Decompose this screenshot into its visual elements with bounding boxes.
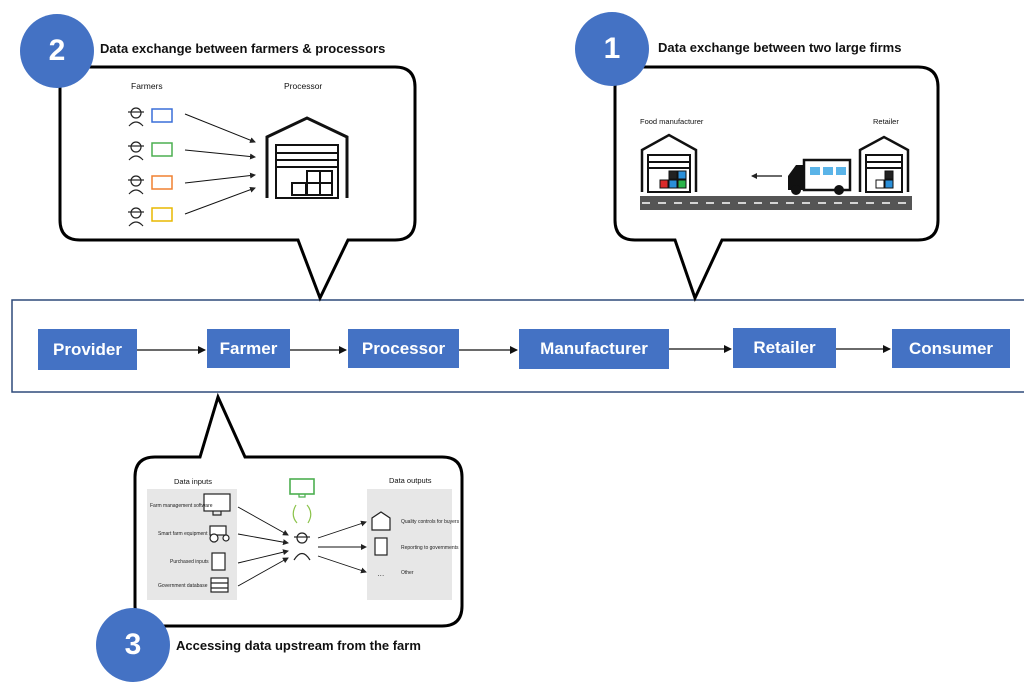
- output-icons: [371, 511, 391, 556]
- stage-farmer: Farmer: [207, 329, 290, 368]
- output-quality-controls: Quality controls for buyers: [401, 519, 460, 525]
- callout-2-title: Data exchange between farmers & processo…: [100, 41, 386, 56]
- stage-processor: Processor: [348, 329, 459, 368]
- supply-chain-frame: [11, 299, 1024, 393]
- checklist-icon: [374, 537, 388, 556]
- monitor-icon: [151, 175, 173, 190]
- farmer-icons: [128, 107, 144, 227]
- farmers-label: Farmers: [131, 81, 163, 91]
- monitor-icon: [151, 207, 173, 222]
- farmer-monitors: [151, 108, 173, 222]
- warehouse-icon: [371, 511, 391, 531]
- truck-icon: [788, 158, 852, 195]
- retailer-warehouse-icon: [858, 135, 910, 193]
- chain-arrows: [137, 345, 891, 354]
- data-inputs-heading: Data inputs: [174, 477, 212, 486]
- processor-label: Processor: [284, 81, 323, 91]
- sync-arrows-icon: [292, 504, 312, 524]
- retailer-label: Retailer: [873, 117, 899, 126]
- stage-provider: Provider: [38, 329, 137, 370]
- computer-icon: [203, 493, 231, 512]
- stage-retailer: Retailer: [733, 328, 836, 368]
- callout-3-title: Accessing data upstream from the farm: [176, 638, 421, 653]
- farmer-to-processor-arrows: [184, 113, 256, 215]
- monitor-icon: [151, 142, 173, 157]
- processor-warehouse-icon: [265, 116, 349, 199]
- seed-bag-icon: [211, 552, 226, 571]
- food-manufacturer-label: Food manufacturer: [640, 117, 704, 126]
- monitor-icon: [289, 478, 315, 498]
- farmer-icon: [293, 532, 311, 561]
- callout-2-badge: 2: [20, 14, 94, 88]
- callout-3-badge: 3: [96, 608, 170, 682]
- farmer-icon: [128, 107, 144, 127]
- farmer-to-outputs-arrows: [317, 520, 367, 574]
- stage-consumer: Consumer: [892, 329, 1010, 368]
- input-icons: [203, 493, 231, 593]
- input-purchased-inputs: Purchased inputs: [170, 559, 209, 565]
- callout-1-title: Data exchange between two large firms: [658, 40, 902, 55]
- food-manufacturer-warehouse-icon: [640, 133, 698, 193]
- data-outputs-heading: Data outputs: [389, 476, 432, 485]
- farmer-icon: [128, 175, 144, 195]
- monitor-icon: [151, 108, 173, 123]
- callout-2-bubble: [58, 65, 417, 302]
- callout-1-badge: 1: [575, 12, 649, 86]
- input-government-database: Government database: [158, 583, 208, 589]
- output-other: Other: [401, 570, 414, 576]
- database-server-icon: [210, 577, 229, 593]
- output-ellipsis: …: [377, 569, 385, 578]
- stage-manufacturer: Manufacturer: [519, 329, 669, 369]
- output-reporting-to-governments: Reporting to governments: [401, 545, 459, 551]
- tractor-icon: [209, 525, 227, 536]
- input-smart-farm-equipment: Smart farm equipment: [158, 531, 208, 537]
- road: [640, 196, 912, 210]
- farmer-icon: [128, 207, 144, 227]
- farmer-icon: [128, 141, 144, 161]
- input-farm-management-software: Farm management software: [150, 503, 213, 509]
- inputs-to-farmer-arrows: [237, 506, 289, 587]
